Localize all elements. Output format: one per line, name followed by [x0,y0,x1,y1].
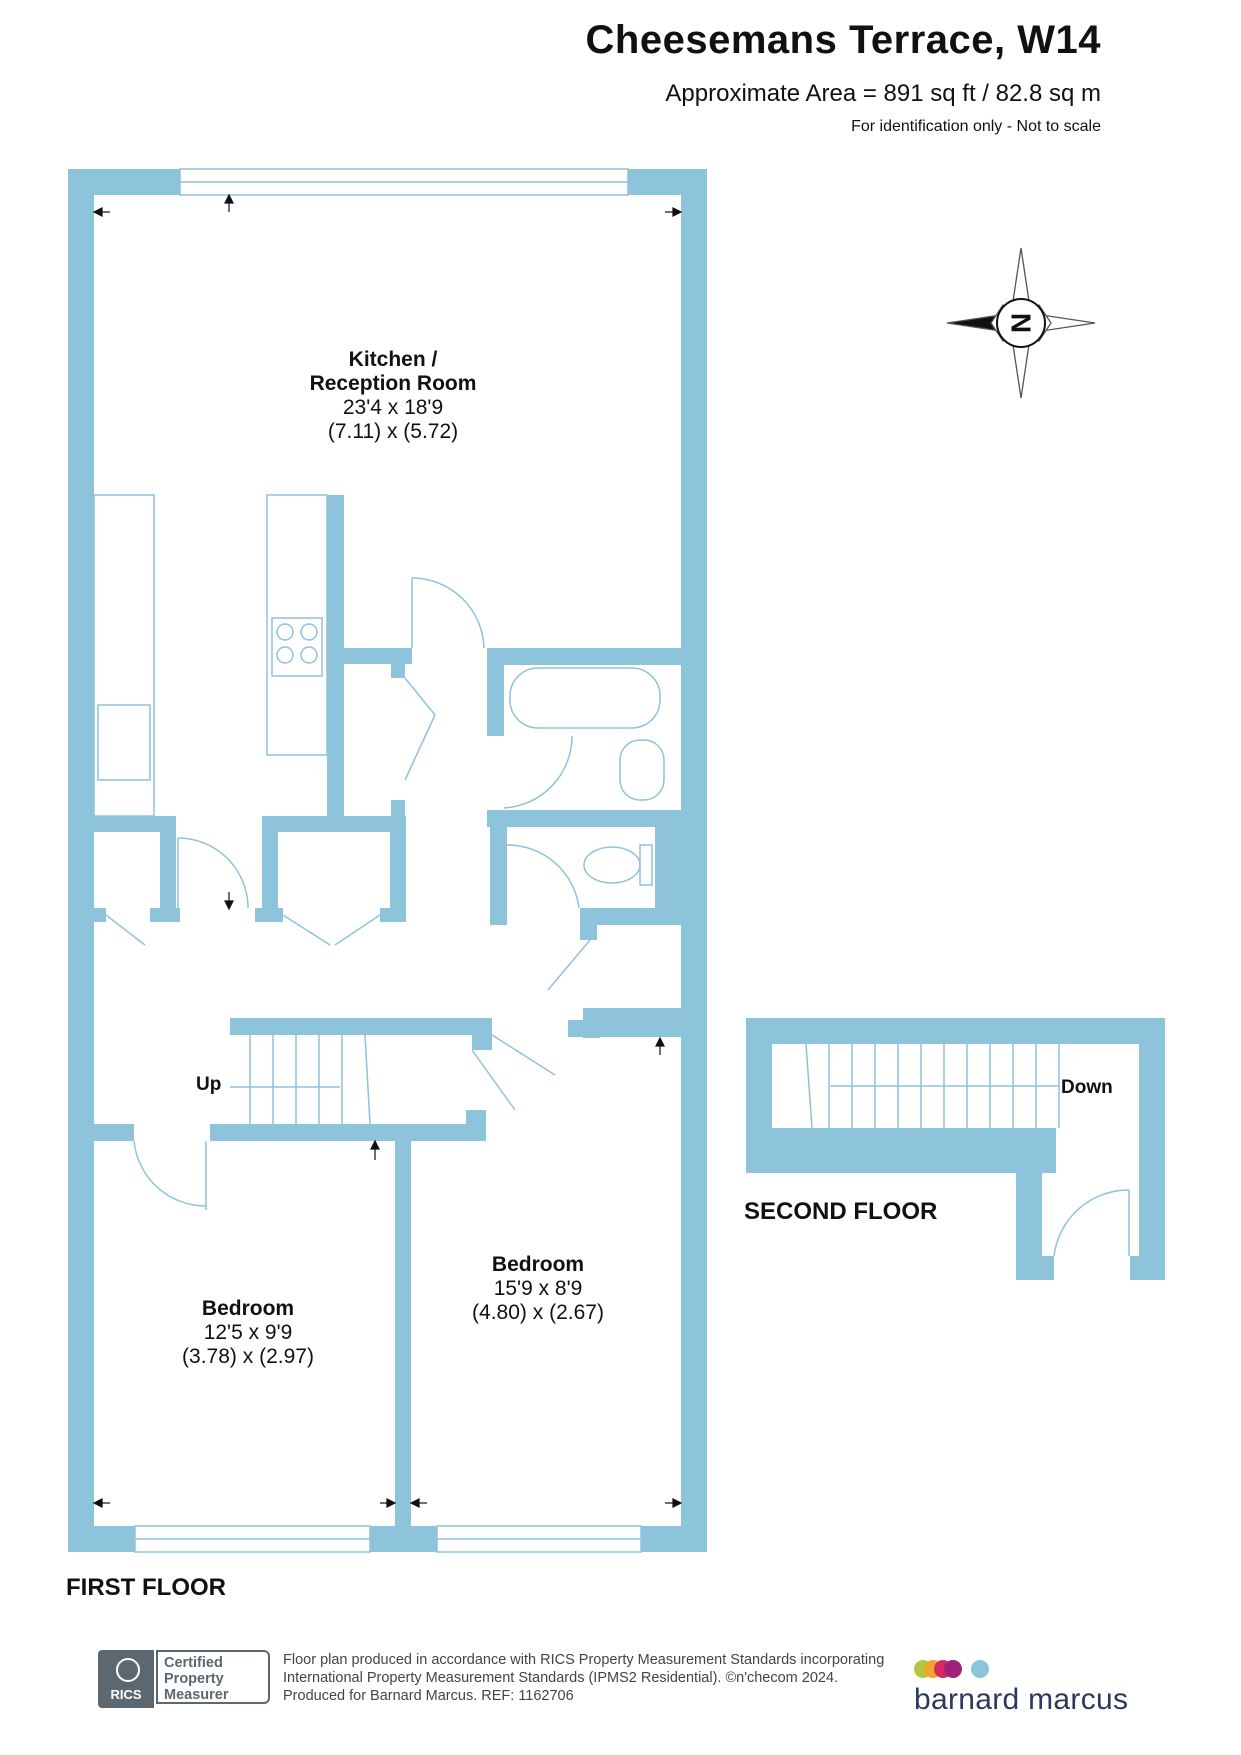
stairs-up-label: Up [196,1074,221,1095]
room-bedroom-left-label: Bedroom 12'5 x 9'9 (3.78) x (2.97) [182,1297,314,1368]
wall-hall-right [391,664,405,678]
brand-logo-dots [914,1660,989,1678]
wall-cupboard-left-post [160,816,176,922]
second-floor-label: SECOND FLOOR [744,1198,937,1225]
wall-bath-left [490,810,507,925]
stairs-first-floor [230,1034,371,1125]
room-bedroom-right-label: Bedroom 15'9 x 8'9 (4.80) x (2.67) [472,1253,604,1324]
worktop-island [266,494,328,756]
wall-stair-bottom [210,1124,486,1141]
stairs-second-floor [805,1043,1060,1129]
wall-outer-bottom-right [641,1526,707,1552]
wall-bath-top [487,648,707,665]
room-kitchen-label: Kitchen / Reception Room 23'4 x 18'9 (7.… [310,348,477,443]
worktop-left [93,494,155,817]
compass-letter: N [1006,313,1037,333]
wc [583,846,641,884]
kitchen-name-line2: Reception Room [310,372,477,395]
wall-bath-left-top [487,648,504,736]
sink [97,704,151,781]
dimension-arrows [92,193,683,1508]
wall-stair-top [230,1018,492,1035]
wall-stair-top-stub [472,1018,492,1050]
basin [619,739,665,801]
wall-outer-top-left [68,169,180,195]
wall-outer-left [68,169,94,1552]
wall-store-bottom2 [568,1020,681,1037]
wall-cupboard2-rfoot [380,908,406,922]
wall-second-lower-left [1016,1128,1042,1280]
wall-cupboard-left-foot [150,908,180,922]
wall-stair-bottom-stub [466,1110,486,1141]
footer-line2: International Property Measurement Stand… [283,1670,839,1686]
rics-certified-badge: RICS Certified Property Measurer [98,1650,274,1708]
wall-second-right [1139,1018,1165,1280]
wall-hall-bottom-left [94,1124,134,1141]
footer-line3: Produced for Barnard Marcus. REF: 116270… [283,1688,574,1704]
wall-bedroom-divider [395,1124,411,1526]
wall-wc-bottom-left [580,908,597,940]
first-floor-walls [68,169,707,1552]
rics-logo-text: RICS [110,1687,142,1702]
wall-cupboard2-foot [255,908,283,922]
wall-outer-top-right [628,169,707,195]
wall-bath-mid [487,810,707,827]
certified-line3: Measurer [164,1687,229,1703]
kitchen-metric: (7.11) x (5.72) [328,420,458,443]
bedroom-right-imperial: 15'9 x 8'9 [494,1277,583,1300]
footer-line1: Floor plan produced in accordance with R… [283,1652,885,1668]
certified-line2: Property [164,1671,224,1687]
door-wc [506,844,580,909]
first-floor-label: FIRST FLOOR [66,1574,226,1601]
wall-second-foot-left [1016,1256,1054,1280]
certified-line1: Certified [164,1655,223,1671]
stairs-down-label: Down [1061,1077,1113,1098]
second-floor-fittings [805,1043,1130,1257]
wall-second-bottom [746,1128,1056,1173]
north-compass: N [946,247,1096,399]
wall-cupboard2-right [390,816,406,922]
brand-wordmark: barnard marcus [914,1683,1129,1716]
page-title: Cheesemans Terrace, W14 [585,18,1101,62]
footer-legal: Floor plan produced in accordance with R… [283,1651,884,1705]
bedroom-right-name: Bedroom [492,1253,584,1276]
door-kitchen [411,577,485,649]
wall-hall-bottom-stub [210,1124,218,1136]
wall-cupboard-top [94,816,176,832]
bedroom-right-metric: (4.80) x (2.67) [472,1301,604,1324]
kitchen-name-line1: Kitchen / [349,348,438,371]
door-bedroom-left [133,1140,207,1207]
rics-logo-block: RICS [98,1650,154,1708]
wall-cupboard-left-base [94,908,106,922]
bedroom-left-name: Bedroom [202,1297,294,1320]
wall-cupboard2-left [262,816,278,922]
bath [509,667,661,729]
wall-second-top [746,1018,1165,1044]
door-second-floor [1053,1189,1130,1257]
certified-text-box: Certified Property Measurer [156,1650,270,1704]
wall-hall-left-lower [391,800,405,817]
scale-disclaimer: For identification only - Not to scale [851,118,1101,135]
door-bath [503,735,573,809]
second-floor-walls [746,1018,1165,1280]
bedroom-left-imperial: 12'5 x 9'9 [204,1321,293,1344]
door-hall [177,837,249,909]
rics-lion-icon [116,1658,140,1682]
area-summary: Approximate Area = 891 sq ft / 82.8 sq m [665,80,1101,107]
kitchen-imperial: 23'4 x 18'9 [343,396,443,419]
bedroom-left-metric: (3.78) x (2.97) [182,1345,314,1368]
wall-wc-bottom [580,908,681,925]
hob [271,617,323,677]
wall-outer-bottom-mid [370,1526,437,1552]
first-floor-fittings [93,168,665,1553]
wall-outer-right [681,169,707,1552]
wall-cupboard2-top [262,816,405,832]
wall-second-foot-right [1130,1256,1165,1280]
wall-hall-top [327,648,412,664]
wall-outer-bottom-left [68,1526,135,1552]
